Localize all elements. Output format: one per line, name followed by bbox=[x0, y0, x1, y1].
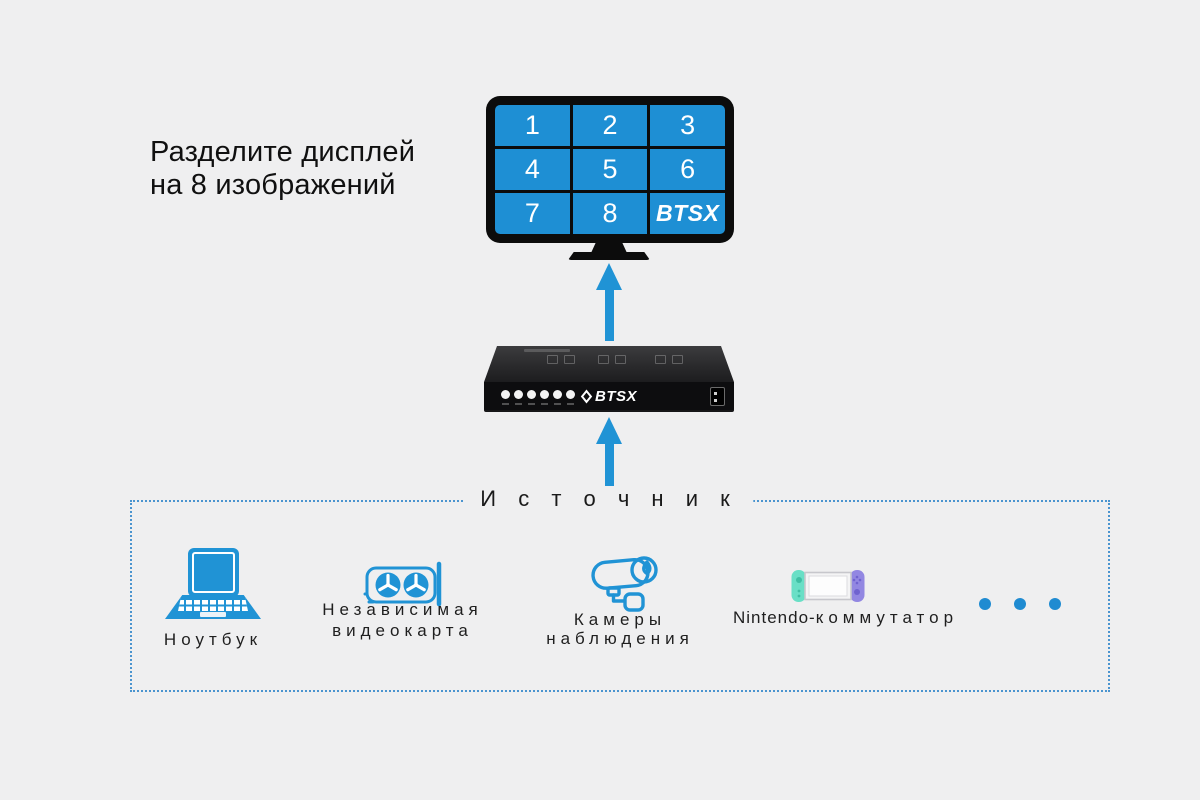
laptop-icon bbox=[165, 548, 261, 626]
headline: Разделите дисплей на 8 изображений bbox=[150, 136, 415, 202]
screen-cell-3: 3 bbox=[650, 105, 725, 146]
device-top-print bbox=[524, 349, 570, 352]
screen-cell-brand: BTSX bbox=[650, 193, 725, 234]
up-arrow-source-to-device bbox=[595, 417, 623, 492]
source-label-gpu-line1: Независимая bbox=[322, 600, 483, 619]
dot-icon bbox=[979, 598, 991, 610]
device-button-4 bbox=[540, 390, 549, 399]
device-front-panel: BTSX bbox=[484, 382, 734, 412]
monitor: 1 2 3 4 5 6 7 8 BTSX bbox=[486, 96, 734, 243]
source-box: И с т о ч н и к bbox=[130, 486, 1110, 692]
source-label-switch: Nintendo-коммутатор bbox=[733, 608, 953, 628]
device-button-6 bbox=[566, 390, 575, 399]
screen-cell-5: 5 bbox=[572, 149, 648, 190]
source-label-camera-line1: Камеры bbox=[573, 610, 667, 629]
source-label-laptop: Ноутбук bbox=[163, 630, 263, 649]
headline-line2: на 8 изображений bbox=[150, 169, 396, 201]
arrow-shaft bbox=[604, 290, 614, 341]
screen-cell-4: 4 bbox=[495, 149, 570, 190]
device-power-socket bbox=[710, 387, 725, 406]
arrowhead-icon bbox=[596, 417, 622, 444]
screen-cell-7: 7 bbox=[495, 193, 570, 234]
graphics-card-icon bbox=[363, 561, 442, 607]
source-label-camera-line2: наблюдения bbox=[546, 629, 694, 648]
screen-cell-6: 6 bbox=[650, 149, 725, 190]
cctv-camera-icon bbox=[591, 556, 658, 612]
dot-icon bbox=[1049, 598, 1061, 610]
arrowhead-icon bbox=[596, 263, 622, 290]
device-button-1 bbox=[501, 390, 510, 399]
more-sources-dots bbox=[979, 598, 1061, 610]
switch-label-name: коммутатор bbox=[815, 608, 959, 627]
device-ports-group-3 bbox=[655, 355, 683, 364]
switch-label-prefix: Nintendo- bbox=[733, 608, 816, 627]
dot-icon bbox=[1014, 598, 1026, 610]
device-button-3 bbox=[527, 390, 536, 399]
btsx-diamond-icon bbox=[580, 389, 593, 404]
monitor-stand-base bbox=[568, 252, 650, 260]
device-brand: BTSX bbox=[595, 388, 638, 405]
device-logo: BTSX bbox=[580, 388, 638, 405]
screen-cell-1: 1 bbox=[495, 105, 570, 146]
splitter-device: BTSX bbox=[484, 346, 734, 412]
monitor-stand-neck bbox=[591, 242, 627, 253]
up-arrow-device-to-monitor bbox=[595, 263, 623, 341]
arrow-shaft bbox=[604, 444, 614, 492]
device-button-2 bbox=[514, 390, 523, 399]
screen-cell-8: 8 bbox=[572, 193, 648, 234]
device-ports-group-2 bbox=[598, 355, 626, 364]
nintendo-switch-icon bbox=[791, 570, 865, 602]
device-button-5 bbox=[553, 390, 562, 399]
headline-line1: Разделите дисплей bbox=[150, 136, 416, 168]
source-title: И с т о ч н и к bbox=[464, 486, 754, 512]
monitor-screen: 1 2 3 4 5 6 7 8 BTSX bbox=[495, 105, 725, 234]
device-top-panel bbox=[484, 346, 734, 382]
source-label-gpu-line2: видеокарта bbox=[332, 621, 473, 640]
device-ports-group-1 bbox=[547, 355, 575, 364]
screen-cell-2: 2 bbox=[572, 105, 648, 146]
